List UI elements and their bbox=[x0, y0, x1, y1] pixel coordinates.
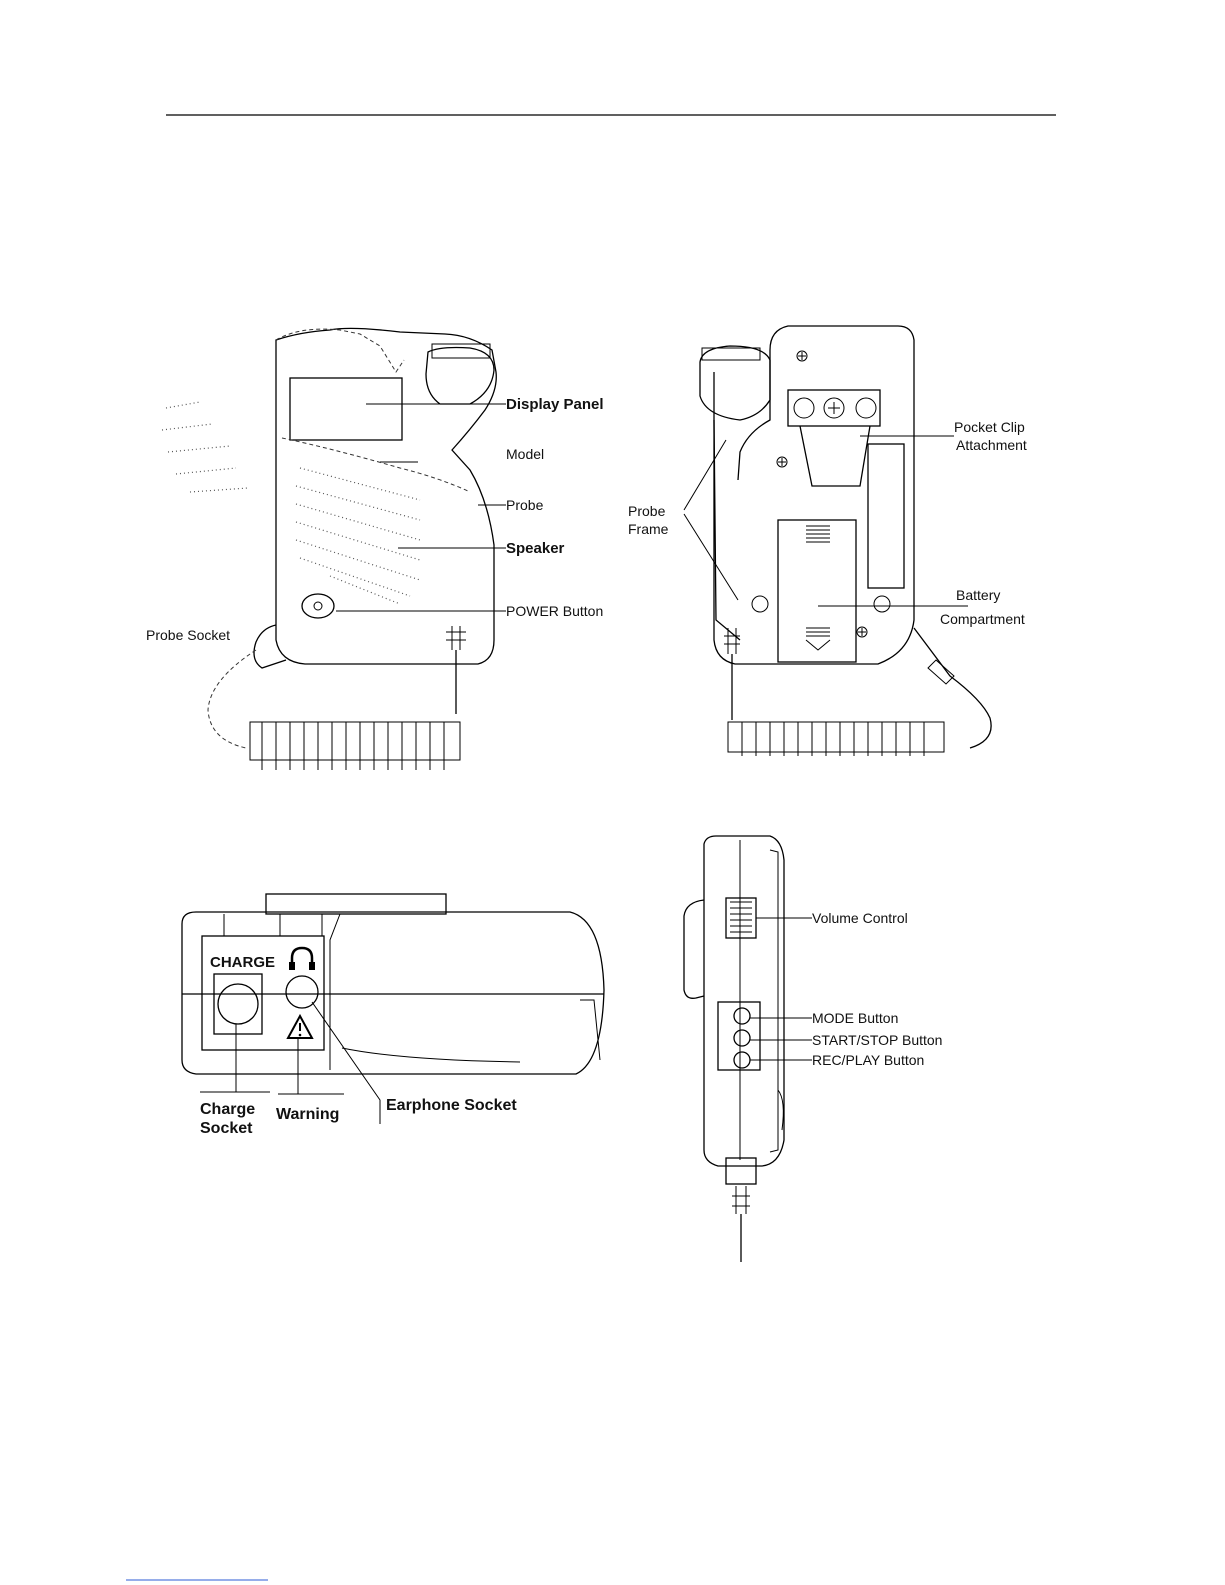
side-view-diagram bbox=[684, 836, 784, 1262]
back-view-diagram bbox=[700, 326, 991, 756]
label-charge-socket-line1: Charge bbox=[200, 1101, 255, 1118]
label-model: Model bbox=[506, 446, 544, 462]
label-pocket-clip-line1: Pocket Clip bbox=[954, 419, 1025, 435]
front-view-diagram bbox=[162, 328, 496, 770]
bottom-view-diagram: CHARGE bbox=[182, 894, 604, 1074]
label-volume-control: Volume Control bbox=[812, 910, 908, 926]
label-earphone-socket: Earphone Socket bbox=[386, 1097, 517, 1114]
label-probe-frame-line1: Probe bbox=[628, 503, 666, 519]
warning-triangle-icon bbox=[288, 1016, 312, 1038]
label-pocket-clip-line2: Attachment bbox=[956, 437, 1027, 453]
label-probe: Probe bbox=[506, 497, 544, 513]
label-power-button: POWER Button bbox=[506, 603, 603, 619]
label-warning: Warning bbox=[276, 1106, 339, 1123]
label-start-stop-button: START/STOP Button bbox=[812, 1032, 942, 1048]
label-display-panel: Display Panel bbox=[506, 396, 604, 413]
label-probe-socket: Probe Socket bbox=[146, 627, 230, 643]
headphone-icon bbox=[289, 948, 315, 970]
label-rec-play-button: REC/PLAY Button bbox=[812, 1052, 924, 1068]
label-charge-socket-line2: Socket bbox=[200, 1120, 253, 1137]
label-probe-frame-line2: Frame bbox=[628, 521, 669, 537]
label-speaker: Speaker bbox=[506, 540, 565, 557]
label-battery-line1: Battery bbox=[956, 587, 1000, 603]
label-battery-line2: Compartment bbox=[940, 611, 1025, 627]
charge-panel-text: CHARGE bbox=[210, 954, 275, 971]
label-mode-button: MODE Button bbox=[812, 1010, 898, 1026]
